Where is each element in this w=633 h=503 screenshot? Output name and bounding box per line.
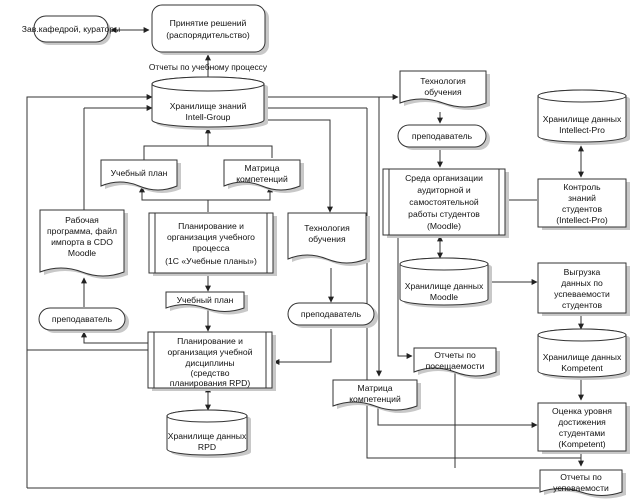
svg-text:студентов: студентов [562, 300, 602, 310]
svg-text:Moodle: Moodle [430, 292, 458, 302]
svg-text:студентами: студентами [559, 428, 605, 438]
svg-text:организация учебного: организация учебного [167, 232, 255, 242]
node-achievement-eval: Оценка уровня достижения студентами (Kom… [537, 402, 630, 454]
svg-text:Intellect-Pro: Intellect-Pro [559, 125, 605, 135]
svg-text:работы студентов: работы студентов [408, 209, 480, 219]
node-teaching-tech-mid: Технология обучения [287, 212, 370, 266]
node-moodle-store: Хранилище данных Moodle [399, 257, 492, 308]
svg-text:Планирование и: Планирование и [177, 336, 243, 346]
connectors [26, 27, 584, 489]
node-planning-process: Планирование и организация учебного проц… [148, 212, 277, 276]
node-teacher-left: преподаватель [38, 307, 129, 333]
svg-text:преподаватель: преподаватель [301, 309, 362, 319]
svg-text:посещаемости: посещаемости [426, 361, 485, 371]
svg-text:успеваемости: успеваемости [554, 289, 610, 299]
node-teacher-right: преподаватель [397, 124, 490, 150]
svg-text:обучения: обучения [308, 234, 346, 244]
svg-text:(Moodle): (Moodle) [427, 221, 461, 231]
node-discipline-planning: Планирование и организация учебной дисци… [147, 331, 276, 391]
svg-text:аудиторной и: аудиторной и [417, 185, 471, 195]
node-curriculum-mid: Учебный план [165, 291, 248, 315]
node-teaching-tech-right: Технология обучения [399, 70, 490, 110]
svg-text:знаний: знаний [568, 193, 596, 203]
svg-text:Технология: Технология [304, 223, 350, 233]
svg-text:Зав.кафедрой, кураторы: Зав.кафедрой, кураторы [22, 24, 120, 34]
node-attendance-reports: Отчеты по посещаемости [413, 347, 500, 379]
svg-text:дисциплины: дисциплины [185, 358, 234, 368]
svg-text:Принятие решений: Принятие решений [170, 18, 247, 28]
svg-text:преподаватель: преподаватель [412, 131, 473, 141]
node-competency-matrix-low: Матрица компетенций [332, 379, 421, 413]
node-grades-export: Выгрузка данных по успеваемости студенто… [537, 262, 630, 316]
svg-text:Kompetent: Kompetent [561, 363, 603, 373]
svg-text:(распорядительство): (распорядительство) [166, 30, 250, 40]
svg-text:Intell-Group: Intell-Group [186, 112, 231, 122]
node-decision: Принятие решений (распорядительство) [151, 4, 269, 55]
svg-text:Хранилище данных: Хранилище данных [543, 114, 622, 124]
svg-text:организация учебной: организация учебной [167, 347, 252, 357]
svg-text:RPD: RPD [198, 442, 216, 452]
node-head-of-dept: Зав.кафедрой, кураторы [22, 15, 120, 45]
node-teacher-mid: преподаватель [287, 302, 378, 328]
svg-text:Хранилище данных: Хранилище данных [405, 281, 484, 291]
node-competency-matrix-top: Матрица компетенций [223, 159, 304, 193]
svg-text:Учебный план: Учебный план [177, 295, 234, 305]
node-knowledge-control: Контроль знаний студентов (Intellect-Pro… [537, 178, 630, 230]
svg-text:Отчеты по: Отчеты по [434, 350, 476, 360]
svg-text:(1С «Учебные планы»): (1С «Учебные планы») [165, 256, 257, 266]
svg-text:Выгрузка: Выгрузка [564, 267, 601, 277]
svg-text:Рабочая: Рабочая [65, 215, 99, 225]
svg-text:процесса: процесса [192, 243, 229, 253]
svg-text:Матрица: Матрица [244, 163, 279, 173]
svg-text:(Intellect-Pro): (Intellect-Pro) [556, 215, 608, 225]
svg-text:данных по: данных по [561, 278, 603, 288]
svg-text:Хранилище данных: Хранилище данных [543, 352, 622, 362]
svg-text:компетенций: компетенций [236, 174, 288, 184]
svg-text:Отчеты по: Отчеты по [560, 472, 602, 482]
node-intellect-store: Хранилище данных Intellect-Pro [537, 89, 630, 145]
node-knowledge-store: Хранилище знаний Intell-Group [151, 76, 268, 130]
svg-text:Оценка уровня: Оценка уровня [552, 406, 612, 416]
svg-text:успеваемости: успеваемости [553, 483, 609, 493]
svg-text:обучения: обучения [424, 87, 462, 97]
svg-text:программа, файл: программа, файл [47, 226, 117, 236]
svg-text:Хранилище знаний: Хранилище знаний [170, 101, 247, 111]
svg-text:Матрица: Матрица [357, 383, 392, 393]
svg-text:Moodle: Moodle [68, 248, 96, 258]
svg-text:планирования RPD): планирования RPD) [170, 378, 251, 388]
label-learning-reports: Отчеты по учебному процессу [149, 62, 268, 72]
svg-text:(Kompetent): (Kompetent) [558, 439, 605, 449]
node-work-program: Рабочая программа, файл импорта в CDO Mo… [39, 209, 128, 279]
node-grade-reports: Отчеты по успеваемости [539, 469, 626, 499]
svg-text:Среда организации: Среда организации [405, 173, 483, 183]
svg-text:преподаватель: преподаватель [52, 314, 113, 324]
svg-text:студентов: студентов [562, 204, 602, 214]
svg-text:импорта в CDO: импорта в CDO [51, 237, 113, 247]
svg-text:Хранилище данных: Хранилище данных [168, 431, 247, 441]
svg-text:Планирование и: Планирование и [178, 221, 244, 231]
svg-text:компетенций: компетенций [349, 394, 401, 404]
svg-text:(средство: (средство [190, 368, 229, 378]
node-rpd-store: Хранилище данных RPD [166, 409, 251, 458]
node-moodle-env: Среда организации аудиторной и самостоят… [382, 168, 509, 238]
svg-text:Технология: Технология [420, 76, 466, 86]
svg-text:Учебный план: Учебный план [111, 168, 168, 178]
node-kompetent-store: Хранилище данных Kompetent [537, 328, 630, 380]
svg-text:достижения: достижения [558, 417, 606, 427]
svg-text:Контроль: Контроль [563, 182, 601, 192]
svg-text:самостоятельной: самостоятельной [409, 197, 479, 207]
node-curriculum-top: Учебный план [100, 159, 181, 193]
